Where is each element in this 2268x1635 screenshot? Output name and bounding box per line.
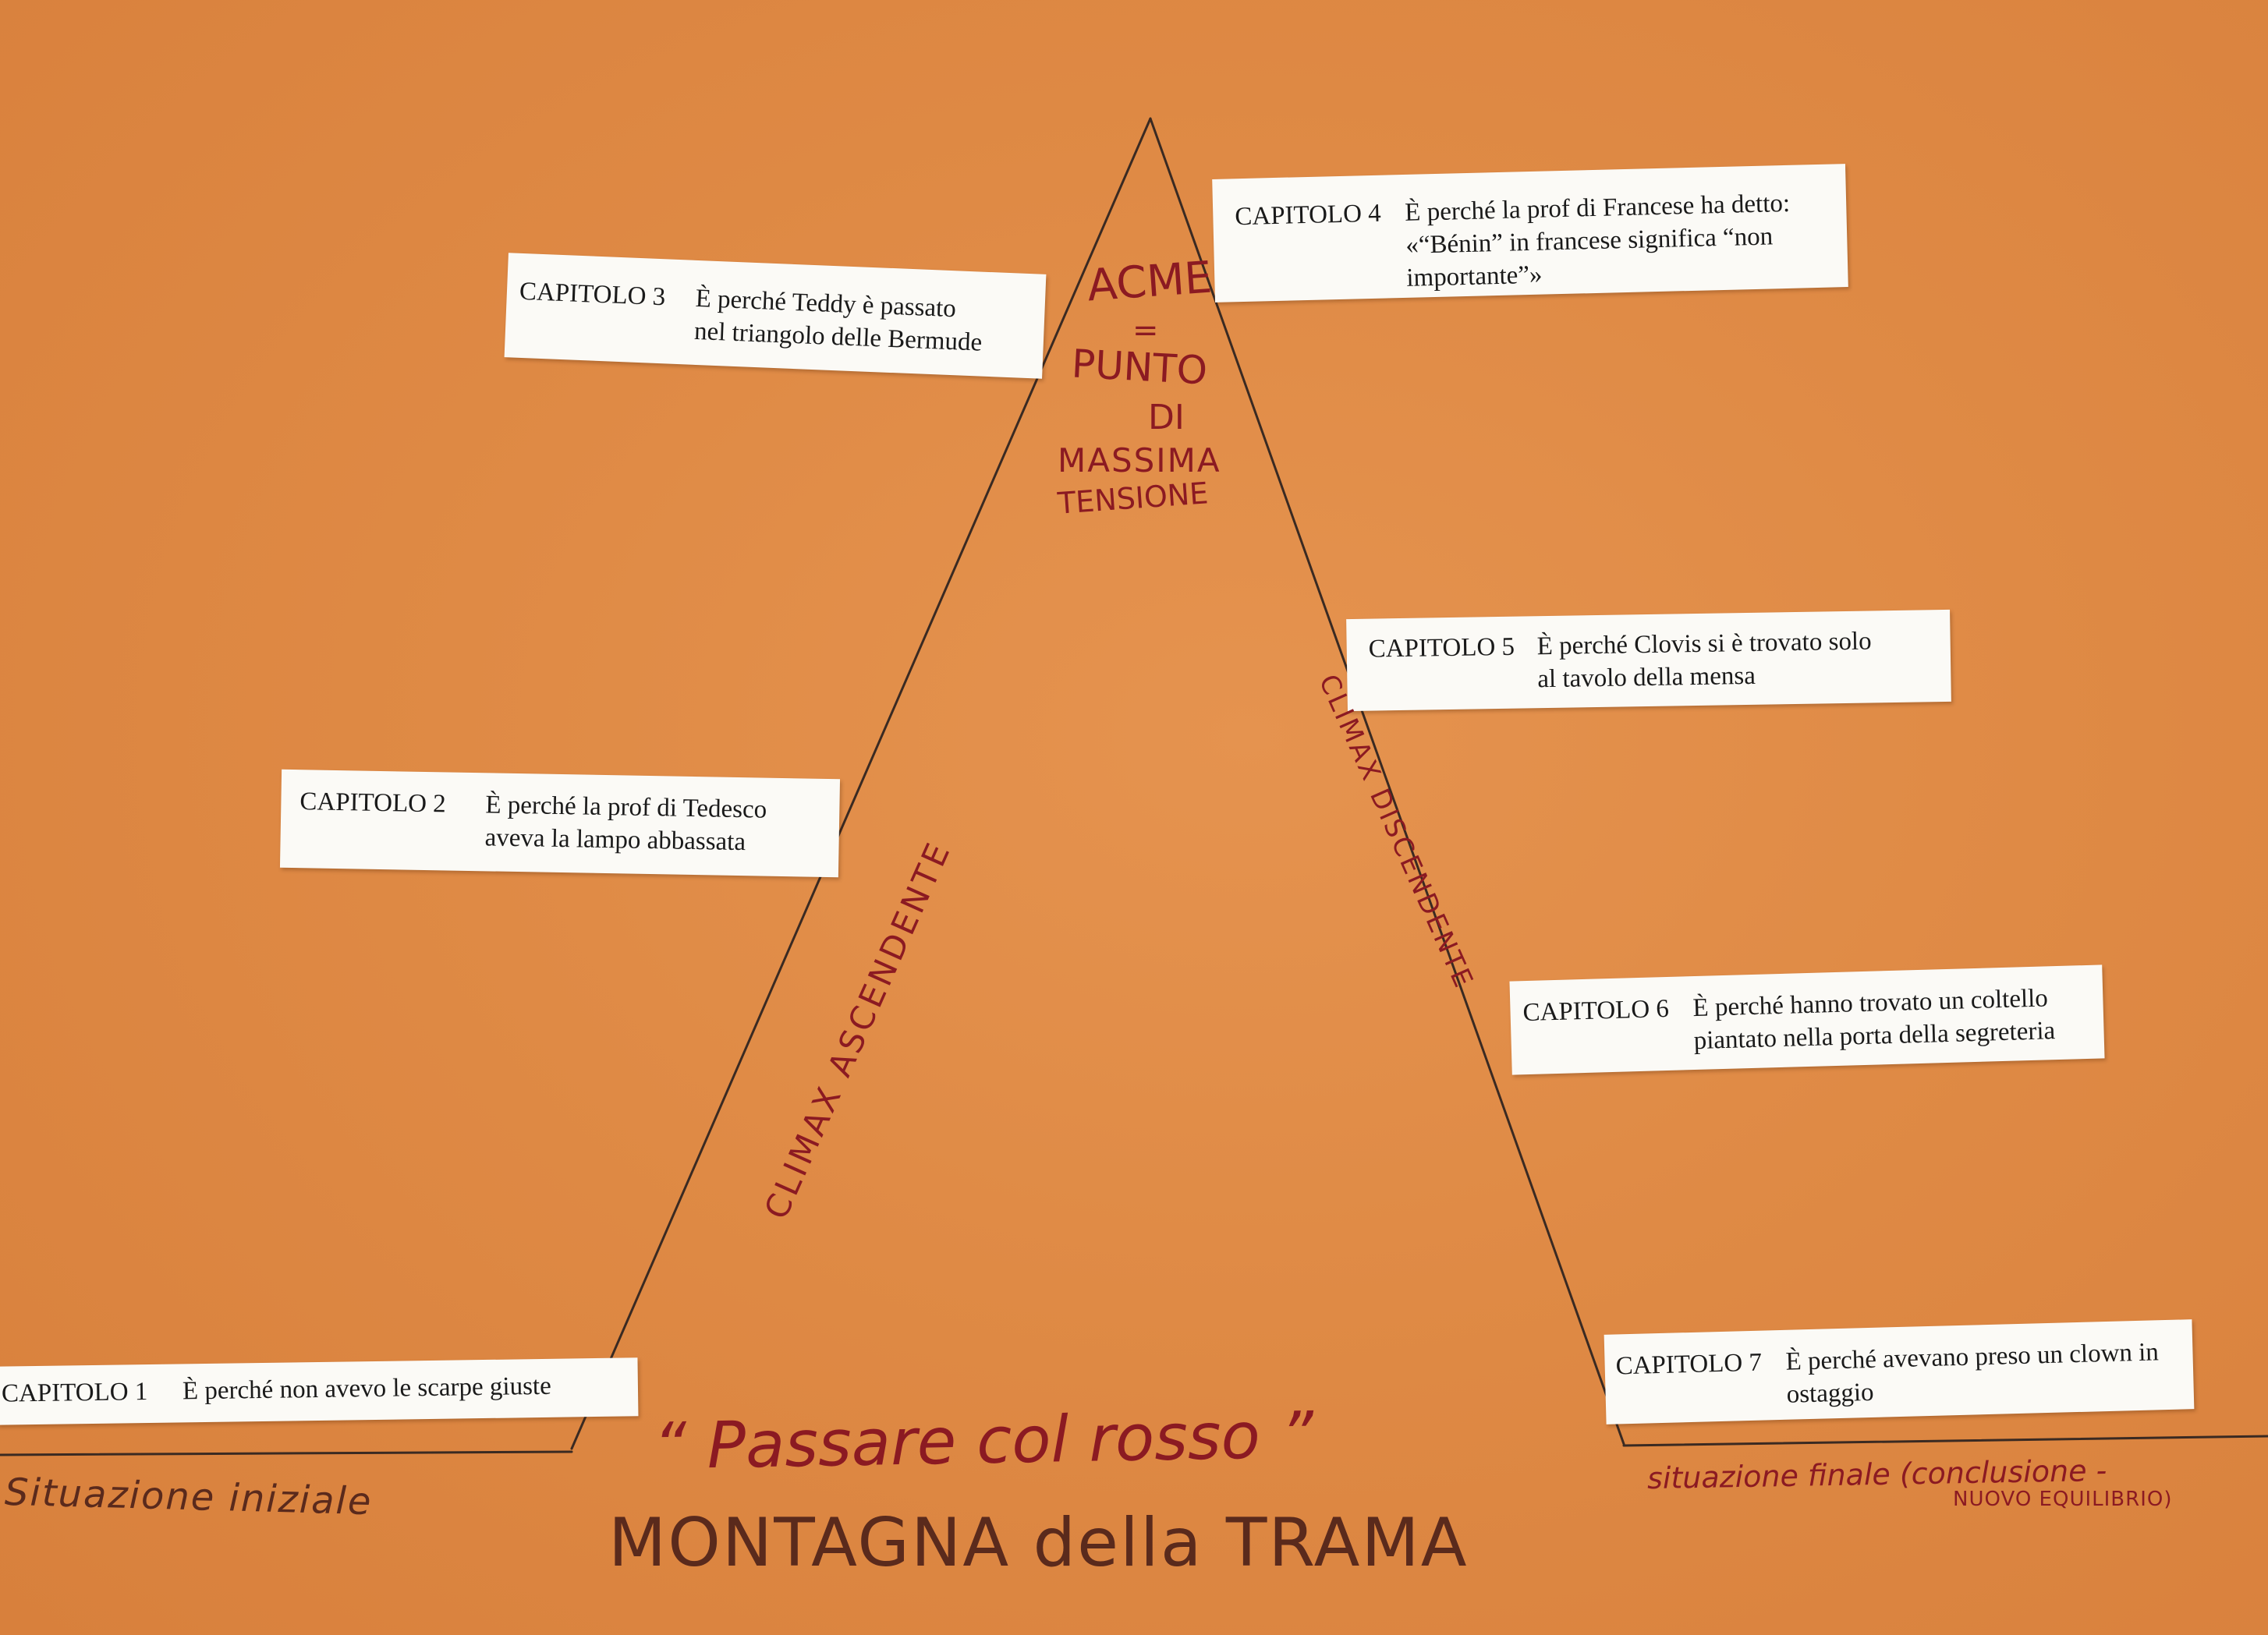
baseline-right [1622, 1435, 2268, 1447]
chapter-2-text-line-2: aveva la lampo abbassata [484, 823, 746, 857]
nuovo-equilibrio-label: NUOVO EQUILIBRIO) [1953, 1488, 2173, 1511]
baseline-left [0, 1450, 573, 1456]
chapter-7-label: CAPITOLO 7 [1615, 1348, 1763, 1381]
rising-action-line [570, 117, 1152, 1450]
chapter-5-text-line-2: al tavolo della mensa [1537, 661, 1756, 694]
book-title: “ Passare col rosso ” [653, 1398, 1315, 1485]
chapter-5-text-line-1: È perché Clovis si è trovato solo [1536, 627, 1872, 661]
acme-equals: = [1132, 313, 1159, 349]
chapter-4-text-line-3: importante”» [1405, 260, 1543, 292]
chapter-2-note: CAPITOLO 2 È perché la prof di Tedesco a… [279, 769, 841, 878]
acme-punto: PUNTO [1070, 341, 1209, 394]
chapter-1-text: È perché non avevo le scarpe giuste [182, 1371, 551, 1406]
situazione-iniziale-label: Situazione iniziale [4, 1470, 374, 1524]
acme-massima: MASSIMA [1058, 441, 1221, 480]
chapter-7-text-line-2: ostaggio [1786, 1378, 1874, 1409]
chapter-5-note: CAPITOLO 5 È perché Clovis si è trovato … [1346, 609, 1951, 712]
chapter-1-label: CAPITOLO 1 [1, 1378, 148, 1408]
chapter-2-text-line-1: È perché la prof di Tedesco [485, 791, 767, 824]
chapter-6-note: CAPITOLO 6 È perché hanno trovato un col… [1509, 964, 2105, 1075]
chapter-7-note: CAPITOLO 7 È perché avevano preso un clo… [1604, 1319, 2195, 1424]
chapter-4-note: CAPITOLO 4 È perché la prof di Francese … [1212, 164, 1848, 303]
chapter-6-label: CAPITOLO 6 [1522, 994, 1670, 1028]
chapter-4-label: CAPITOLO 4 [1234, 199, 1382, 232]
chapter-2-label: CAPITOLO 2 [299, 787, 447, 819]
chapter-7-text-line-1: È perché avevano preso un clown in [1785, 1338, 2160, 1376]
acme-di: DI [1148, 398, 1185, 437]
chapter-1-note: CAPITOLO 1 È perché non avevo le scarpe … [0, 1357, 639, 1425]
acme-title: ACME [1085, 252, 1214, 312]
chapter-3-note: CAPITOLO 3 È perché Teddy è passato nel … [504, 253, 1047, 379]
falling-action-line [1149, 117, 1625, 1446]
chapter-5-label: CAPITOLO 5 [1368, 632, 1515, 664]
chapter-3-label: CAPITOLO 3 [519, 277, 666, 312]
poster-title: MONTAGNA della TRAMA [608, 1504, 1469, 1582]
